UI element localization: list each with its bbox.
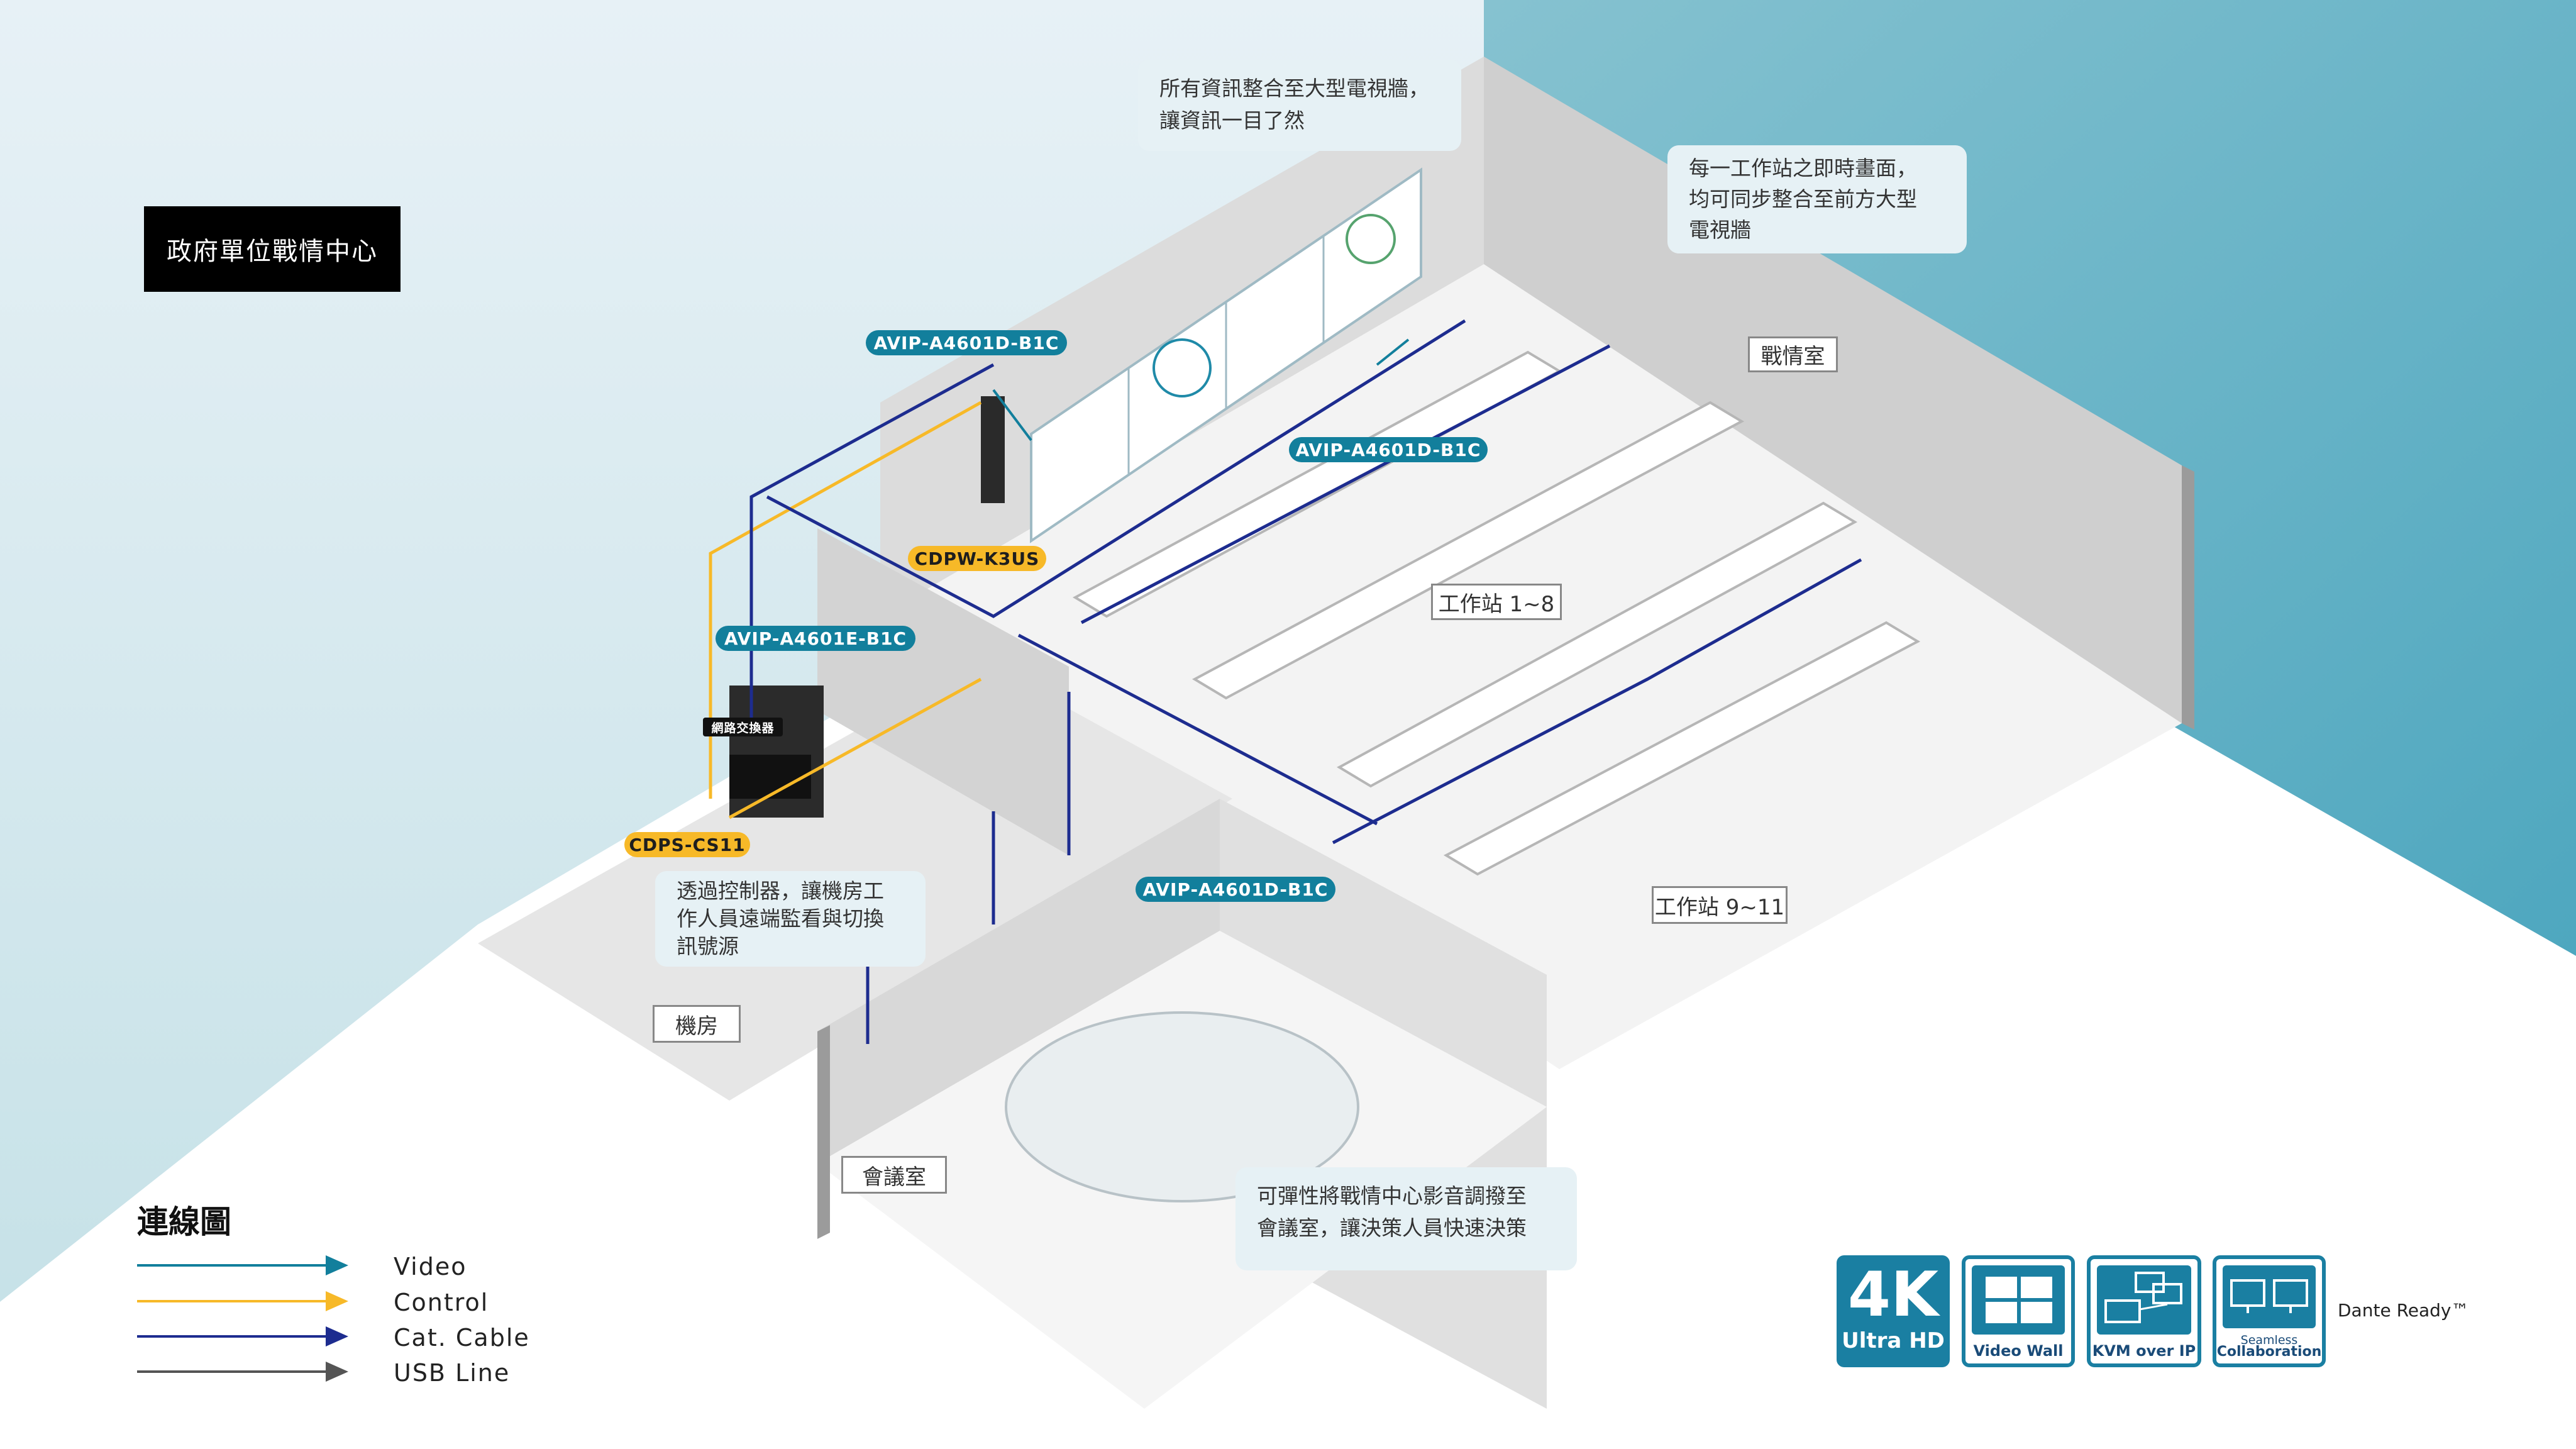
callout-video-wall-line-1: 所有資訊整合至大型電視牆，	[1159, 76, 1429, 101]
callout-meeting-line-1: 可彈性將戰情中心影音調撥至	[1257, 1184, 1527, 1208]
legend-label-cat-cable: Cat. Cable	[394, 1324, 530, 1352]
video-wall-icon	[1972, 1265, 2065, 1335]
meeting-room-back-wall	[817, 799, 1220, 1163]
badge-seamless-small: Seamless	[2240, 1333, 2298, 1347]
server-room-wall	[817, 528, 1069, 855]
legend-label-usb: USB Line	[394, 1359, 511, 1387]
callout-control: 透過控制器，讓機房工 作人員遠端監看與切換 訊號源	[655, 871, 926, 967]
badge-kvm-label: KVM over IP	[2092, 1342, 2196, 1360]
badge-video-wall-label: Video Wall	[1973, 1342, 2064, 1360]
badge-kvm-over-ip: KVM over IP	[2087, 1255, 2201, 1367]
legend-item-usb: USB Line	[137, 1359, 539, 1387]
legend-video-arrow-icon	[137, 1255, 348, 1275]
callout-meeting-line-2: 會議室，讓決策人員快速決策	[1257, 1216, 1527, 1240]
meeting-room-left-wall	[817, 1025, 830, 1239]
tag-controller: CDPS-CS11	[624, 832, 750, 857]
kvm-icon	[2097, 1265, 2191, 1335]
room-label-stations-1-8: 工作站 1~8	[1431, 584, 1562, 620]
main-video-wall	[1030, 167, 1422, 543]
workstation-desks	[1072, 350, 1921, 876]
callout-control-line-1: 透過控制器，讓機房工	[677, 879, 884, 903]
tag-switch: 網路交換器	[703, 718, 783, 736]
badge-video-wall: Video Wall	[1962, 1255, 2075, 1367]
room-label-server-room: 機房	[653, 1005, 741, 1043]
legend-usb-arrow-icon	[137, 1362, 348, 1382]
badge-collaboration-label: Collaboration	[2216, 1344, 2322, 1360]
room-label-meeting-room: 會議室	[841, 1156, 947, 1194]
legend-label-control: Control	[394, 1289, 489, 1316]
tag-kvm: CDPW-K3US	[908, 546, 1046, 571]
callout-meeting: 可彈性將戰情中心影音調撥至 會議室，讓決策人員快速決策	[1235, 1167, 1577, 1270]
legend-cat-cable-arrow-icon	[137, 1326, 348, 1346]
control-lines	[709, 401, 982, 819]
badge-ultra-hd-text: Ultra HD	[1842, 1328, 1945, 1353]
page-title: 政府單位戰情中心	[144, 206, 401, 292]
legend-item-cat-cable: Cat. Cable	[137, 1324, 539, 1352]
video-lines	[992, 338, 1410, 441]
callout-video-wall: 所有資訊整合至大型電視牆， 讓資訊一目了然	[1138, 60, 1461, 151]
callout-control-line-3: 訊號源	[677, 934, 739, 958]
dante-ready-logo: Dante Ready™	[2338, 1300, 2469, 1321]
war-room-right-edge	[2182, 465, 2194, 730]
legend-title: 連線圖	[137, 1204, 231, 1240]
war-room-right-wall	[1484, 57, 2182, 723]
legend-item-video: Video	[137, 1253, 539, 1280]
room-label-stations-9-11: 工作站 9~11	[1652, 886, 1788, 924]
conference-table	[1005, 1011, 1359, 1202]
callout-video-wall-line-2: 讓資訊一目了然	[1159, 108, 1305, 133]
badge-seamless-collaboration: Seamless Collaboration	[2213, 1255, 2326, 1367]
callout-workstation-line-1: 每一工作站之即時畫面，	[1689, 156, 1917, 180]
tag-encoder: AVIP-A4601E-B1C	[716, 626, 915, 651]
network-switch	[729, 755, 811, 799]
collaboration-icon	[2223, 1265, 2316, 1328]
room-label-war-room: 戰情室	[1748, 336, 1838, 372]
legend-label-video: Video	[394, 1253, 467, 1280]
callout-workstation-line-2: 均可同步整合至前方大型	[1689, 187, 1917, 211]
legend-item-control: Control	[137, 1289, 539, 1316]
tag-wall-decoder: AVIP-A4601D-B1C	[866, 330, 1067, 355]
callout-control-line-2: 作人員遠端監看與切換	[677, 906, 884, 931]
badge-4k-ultra-hd: 4K Ultra HD	[1837, 1255, 1950, 1367]
callout-workstation-line-3: 電視牆	[1689, 218, 1751, 242]
tag-station-decoder: AVIP-A4601D-B1C	[1289, 437, 1488, 462]
badge-4k-text: 4K	[1847, 1259, 1939, 1331]
legend-control-arrow-icon	[137, 1291, 348, 1311]
tag-meeting-decoder: AVIP-A4601D-B1C	[1136, 877, 1335, 902]
wall-decoder-stack	[981, 396, 1005, 503]
callout-workstation: 每一工作站之即時畫面， 均可同步整合至前方大型 電視牆	[1667, 145, 1967, 253]
